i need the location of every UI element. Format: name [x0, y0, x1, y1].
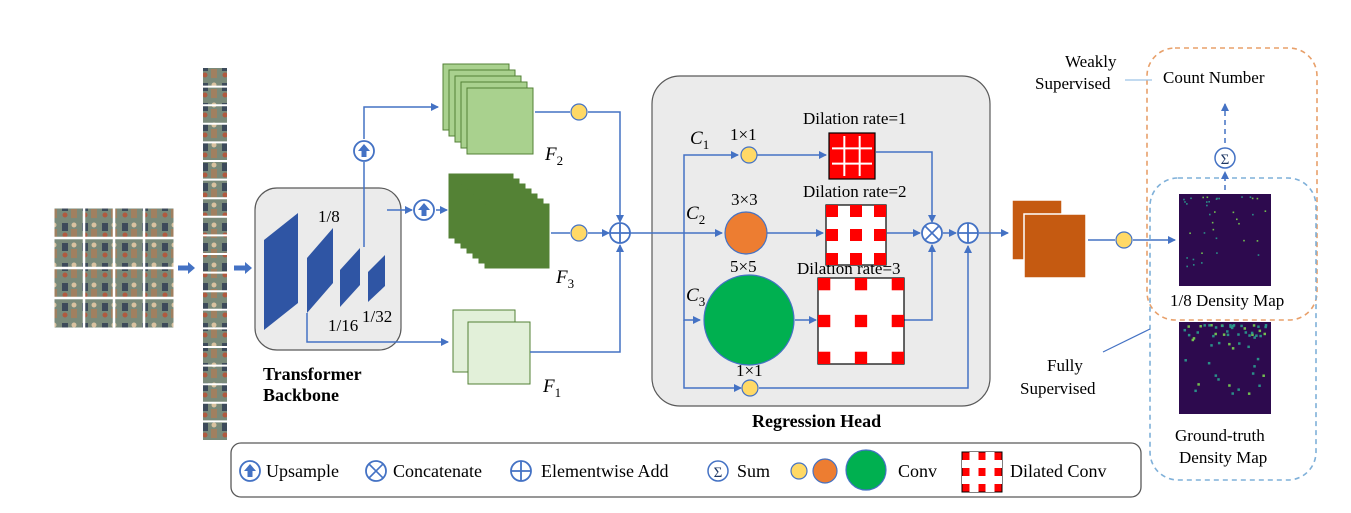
weakly-supervised-line2: Supervised — [1035, 74, 1111, 93]
dilated-conv-rate2 — [825, 204, 887, 266]
conv-node-yellow — [570, 224, 588, 242]
dilated-conv-rate3 — [817, 277, 905, 365]
density-map-predicted — [1179, 194, 1271, 286]
upsample-icon — [239, 460, 261, 482]
legend-sum: Sum — [737, 461, 770, 481]
fully-supervised-line2: Supervised — [1020, 379, 1096, 398]
elementwise-add-icon — [957, 222, 979, 244]
upsample-icon — [413, 199, 435, 221]
legend-conv: Conv — [898, 461, 937, 481]
c1-label: C — [690, 128, 703, 149]
kernel-1x1-bottom: 1×1 — [736, 361, 763, 380]
elementwise-add-icon — [609, 222, 631, 244]
feature-map-f3 — [448, 173, 550, 269]
density-map-1-8-label: 1/8 Density Map — [1170, 291, 1284, 310]
svg-text:Σ: Σ — [714, 465, 723, 481]
elementwise-add-icon — [510, 460, 532, 482]
weakly-supervised-line1: Weakly — [1065, 52, 1117, 71]
legend-dilated-conv: Dilated Conv — [1010, 461, 1107, 481]
legend-conv-green — [845, 449, 887, 491]
feature-map-f1 — [452, 309, 531, 385]
fully-supervised-line1: Fully — [1047, 356, 1083, 375]
feature-map-f2 — [442, 63, 534, 155]
sum-icon: Σ — [707, 460, 729, 482]
conv-node-orange — [724, 211, 768, 255]
density-map-ground-truth — [1179, 322, 1271, 414]
c3-label: C — [686, 285, 699, 306]
c2-label: C — [686, 203, 699, 224]
dilation-rate-1: Dilation rate=1 — [803, 109, 907, 128]
ground-truth-line2: Density Map — [1179, 448, 1267, 467]
upsample-icon — [353, 140, 375, 162]
backbone-title-line1: Transformer — [263, 364, 362, 384]
legend-conv-yellow — [790, 462, 808, 480]
output-feature-map — [1011, 199, 1087, 279]
conv-node-yellow — [740, 146, 758, 164]
conv-node-yellow — [570, 103, 588, 121]
backbone-blocks — [264, 213, 385, 330]
kernel-3x3: 3×3 — [731, 190, 758, 209]
kernel-5x5: 5×5 — [730, 257, 757, 276]
conv-node-green — [703, 274, 795, 366]
ground-truth-line1: Ground-truth — [1175, 426, 1265, 445]
weakly-supervised-box — [1146, 47, 1318, 321]
f3-label: F — [555, 267, 568, 288]
svg-text:C3: C3 — [686, 285, 705, 309]
svg-text:Σ: Σ — [1221, 152, 1230, 168]
dilation-rate-2: Dilation rate=2 — [803, 182, 907, 201]
legend-upsample: Upsample — [266, 461, 339, 481]
patch-strip — [203, 68, 227, 440]
sum-icon: Σ — [1214, 147, 1236, 169]
f2-label: F — [544, 144, 557, 165]
dilated-conv-rate1 — [828, 132, 876, 180]
input-image-grid — [53, 207, 175, 329]
count-number: Count Number — [1163, 68, 1265, 87]
kernel-1x1-top: 1×1 — [730, 125, 757, 144]
legend-conv-orange — [812, 458, 838, 484]
svg-text:F1: F1 — [542, 376, 561, 400]
conv-node-yellow — [741, 379, 759, 397]
conv-node-yellow — [1115, 231, 1133, 249]
f1-label: F — [542, 376, 555, 397]
svg-text:F2: F2 — [544, 144, 563, 168]
svg-text:C1: C1 — [690, 128, 709, 152]
svg-text:C2: C2 — [686, 203, 705, 227]
concatenate-icon — [365, 460, 387, 482]
scale-1-32: 1/32 — [362, 307, 392, 326]
legend-box — [230, 442, 1142, 498]
backbone-title-line2: Backbone — [263, 385, 339, 405]
svg-text:F3: F3 — [555, 267, 574, 291]
regression-head-title: Regression Head — [752, 411, 881, 431]
legend-dilated-conv-icon — [961, 451, 1003, 493]
legend-elementwise-add: Elementwise Add — [541, 461, 668, 481]
concatenate-icon — [921, 222, 943, 244]
scale-1-16: 1/16 — [328, 316, 358, 335]
scale-1-8: 1/8 — [318, 207, 340, 226]
legend-concatenate: Concatenate — [393, 461, 482, 481]
